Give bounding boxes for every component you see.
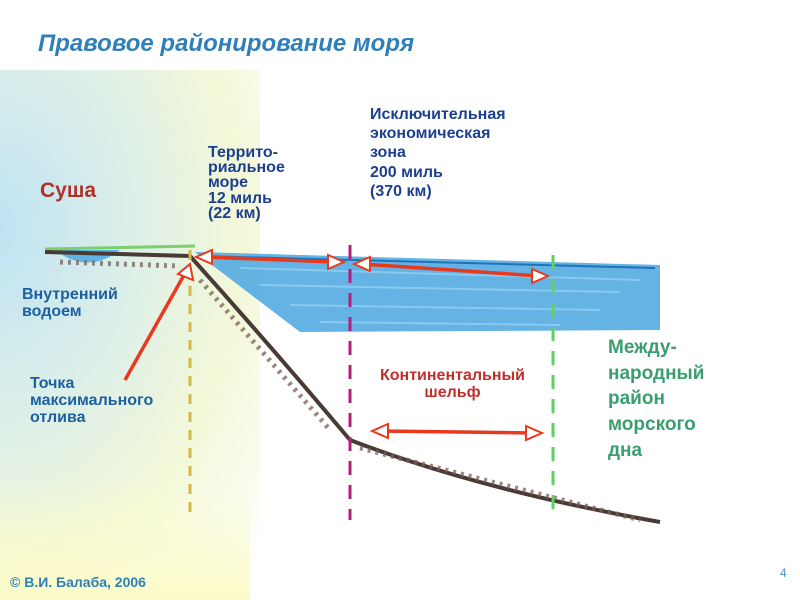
background-corner (0, 480, 250, 600)
low-water-pointer-arrow (123, 262, 195, 381)
land-label: Суша (40, 179, 97, 202)
eez-arrow (351, 255, 551, 285)
international-seabed-label: Между- народный район морского дна (608, 337, 705, 461)
land-surface (44, 244, 196, 251)
low-water-point-label: Точка максимального отлива (30, 375, 154, 426)
seabed-texture (59, 259, 641, 523)
territorial-sea-label: Террито- риальное море 12 миль (22 км) (208, 144, 285, 222)
territorial-sea-arrow (193, 248, 347, 271)
slide-title: Правовое районирование моря (38, 30, 415, 57)
copyright-footer: © В.И. Балаба, 2006 (10, 574, 146, 590)
continental-shelf-label: Континентальный шельф (380, 367, 525, 401)
shelf-arrow (369, 422, 545, 442)
page-number: 4 (780, 566, 787, 580)
sea-water (195, 252, 660, 332)
eez-label: Исключительная экономическая зона 200 ми… (370, 106, 506, 200)
inland-waters-label: Внутренний водоем (22, 286, 118, 320)
